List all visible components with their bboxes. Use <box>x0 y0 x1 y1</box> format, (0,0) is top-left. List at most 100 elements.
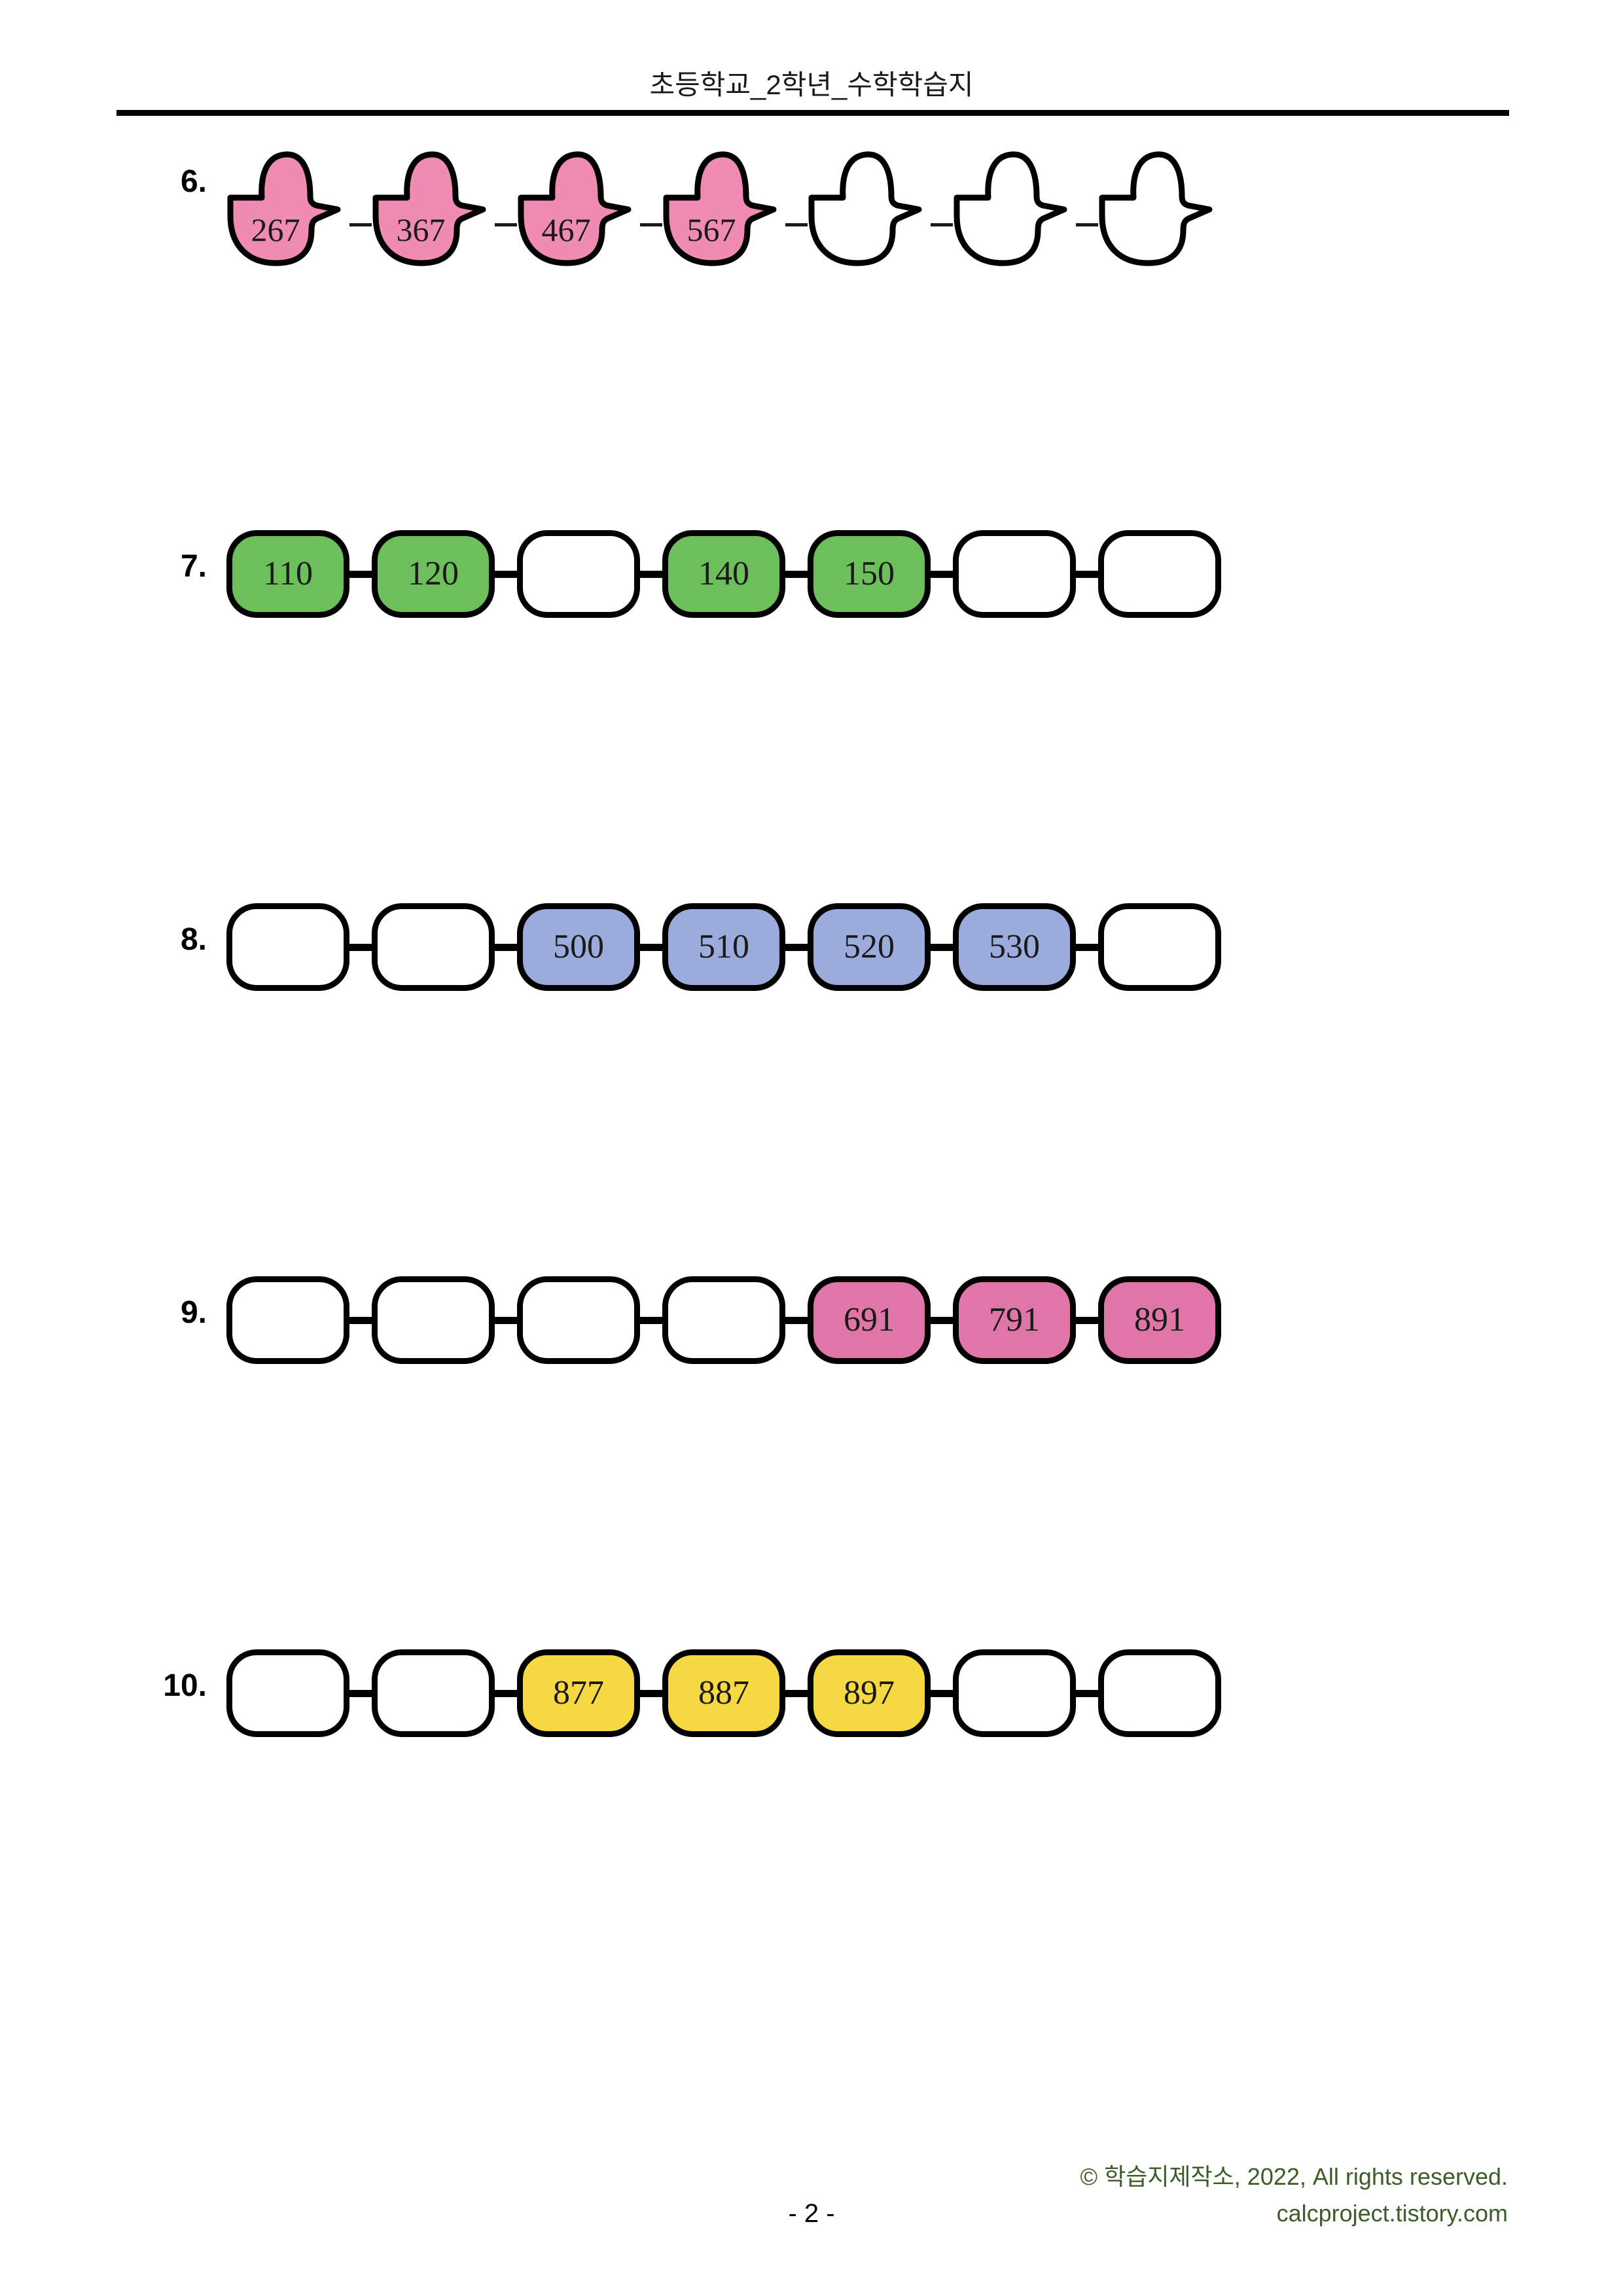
cell-value: 567 <box>687 211 736 248</box>
cell-value: 791 <box>989 1301 1040 1338</box>
number-chain: 267 367 467 567 <box>226 151 1221 267</box>
number-cell-blank[interactable] <box>372 1649 495 1737</box>
chain-connector <box>495 943 517 951</box>
problem-number: 7. <box>180 549 207 584</box>
number-cell-blank[interactable] <box>226 1649 349 1737</box>
number-cell-filled[interactable]: 897 <box>808 1649 931 1737</box>
number-cell-blank[interactable] <box>517 1276 640 1364</box>
cell-value: 110 <box>262 555 313 592</box>
chain-connector <box>495 570 517 578</box>
chain-connector <box>1076 223 1098 226</box>
number-cell-blank[interactable] <box>372 903 495 991</box>
chain-connector <box>640 943 662 951</box>
chain-connector <box>495 1316 517 1324</box>
number-cell-blank[interactable] <box>1098 1649 1221 1737</box>
cell-value: 467 <box>541 211 591 248</box>
number-cell-blank[interactable] <box>226 903 349 991</box>
cell-value: 367 <box>396 211 446 248</box>
number-cell-filled[interactable]: 877 <box>517 1649 640 1737</box>
cell-value: 887 <box>698 1674 749 1712</box>
cell-value: 140 <box>698 555 749 592</box>
duck-icon <box>954 151 1067 266</box>
header-title: 초등학교_2학년_수학학습지 <box>649 69 974 100</box>
chain-connector <box>349 943 372 951</box>
chain-connector <box>785 223 808 226</box>
cell-value: 530 <box>989 928 1040 965</box>
chain-connector <box>931 1689 953 1697</box>
problem-number: 6. <box>180 164 207 199</box>
copyright-text: © 학습지제작소, 2022, All rights reserved. <box>1080 2163 1508 2190</box>
chain-connector <box>931 943 953 951</box>
number-cell-blank[interactable] <box>517 530 640 618</box>
chain-connector <box>640 223 662 226</box>
chain-connector <box>1076 570 1098 578</box>
number-cell-filled[interactable]: 500 <box>517 903 640 991</box>
number-cell-filled[interactable]: 267 <box>226 151 349 267</box>
number-cell-blank[interactable] <box>372 1276 495 1364</box>
number-cell-filled[interactable]: 791 <box>953 1276 1076 1364</box>
chain-connector <box>931 223 953 226</box>
number-cell-filled[interactable]: 110 <box>226 530 349 618</box>
number-cell-blank[interactable] <box>1098 530 1221 618</box>
problem-number: 8. <box>180 922 207 957</box>
number-cell-filled[interactable]: 520 <box>808 903 931 991</box>
problem-row: 10. 877 887 897 <box>0 1649 1623 1820</box>
website-link[interactable]: calcproject.tistory.com <box>1276 2199 1508 2227</box>
number-cell-blank[interactable] <box>1098 151 1221 267</box>
number-chain: 500 510 520 530 <box>226 903 1221 991</box>
chain-connector <box>785 1316 808 1324</box>
chain-connector <box>931 1316 953 1324</box>
cell-value: 897 <box>844 1674 895 1712</box>
chain-connector <box>349 223 372 226</box>
problem-row: 6. 267 367 467 567 <box>0 151 1623 321</box>
problem-number: 10. <box>163 1668 207 1703</box>
cell-value: 891 <box>1134 1301 1185 1338</box>
cell-value: 510 <box>698 928 749 965</box>
page-header: 초등학교_2학년_수학학습지 <box>0 63 1623 103</box>
cell-value: 500 <box>553 928 604 965</box>
chain-connector <box>1076 1689 1098 1697</box>
number-cell-filled[interactable]: 140 <box>662 530 785 618</box>
duck-icon <box>663 151 777 266</box>
footer-credit: © 학습지제작소, 2022, All rights reserved. cal… <box>1080 2159 1508 2232</box>
number-cell-filled[interactable]: 510 <box>662 903 785 991</box>
page-number: - 2 - <box>788 2199 835 2228</box>
cell-value: 520 <box>844 928 895 965</box>
duck-icon <box>808 151 922 266</box>
chain-connector <box>785 570 808 578</box>
number-cell-filled[interactable]: 691 <box>808 1276 931 1364</box>
number-cell-blank[interactable] <box>953 1649 1076 1737</box>
number-chain: 877 887 897 <box>226 1649 1221 1737</box>
number-cell-blank[interactable] <box>953 151 1076 267</box>
number-cell-blank[interactable] <box>808 151 931 267</box>
cell-value: 877 <box>553 1674 604 1712</box>
problem-row: 9. 691 791 891 <box>0 1276 1623 1446</box>
number-cell-filled[interactable]: 887 <box>662 1649 785 1737</box>
number-cell-blank[interactable] <box>226 1276 349 1364</box>
cell-value: 267 <box>251 211 300 248</box>
chain-connector <box>640 570 662 578</box>
chain-connector <box>1076 943 1098 951</box>
chain-connector <box>495 223 517 226</box>
number-cell-blank[interactable] <box>1098 903 1221 991</box>
number-cell-filled[interactable]: 891 <box>1098 1276 1221 1364</box>
number-cell-filled[interactable]: 530 <box>953 903 1076 991</box>
number-cell-blank[interactable] <box>662 1276 785 1364</box>
problem-number: 9. <box>180 1295 207 1330</box>
number-cell-blank[interactable] <box>953 530 1076 618</box>
duck-icon <box>372 151 486 266</box>
chain-connector <box>1076 1316 1098 1324</box>
cell-value: 120 <box>408 555 459 592</box>
number-cell-filled[interactable]: 120 <box>372 530 495 618</box>
chain-connector <box>785 943 808 951</box>
number-cell-filled[interactable]: 467 <box>517 151 640 267</box>
number-cell-filled[interactable]: 367 <box>372 151 495 267</box>
chain-connector <box>495 1689 517 1697</box>
number-cell-filled[interactable]: 150 <box>808 530 931 618</box>
problem-row: 8. 500 510 520 530 <box>0 903 1623 1073</box>
duck-icon <box>227 151 341 266</box>
chain-connector <box>640 1316 662 1324</box>
number-cell-filled[interactable]: 567 <box>662 151 785 267</box>
cell-value: 691 <box>844 1301 895 1338</box>
